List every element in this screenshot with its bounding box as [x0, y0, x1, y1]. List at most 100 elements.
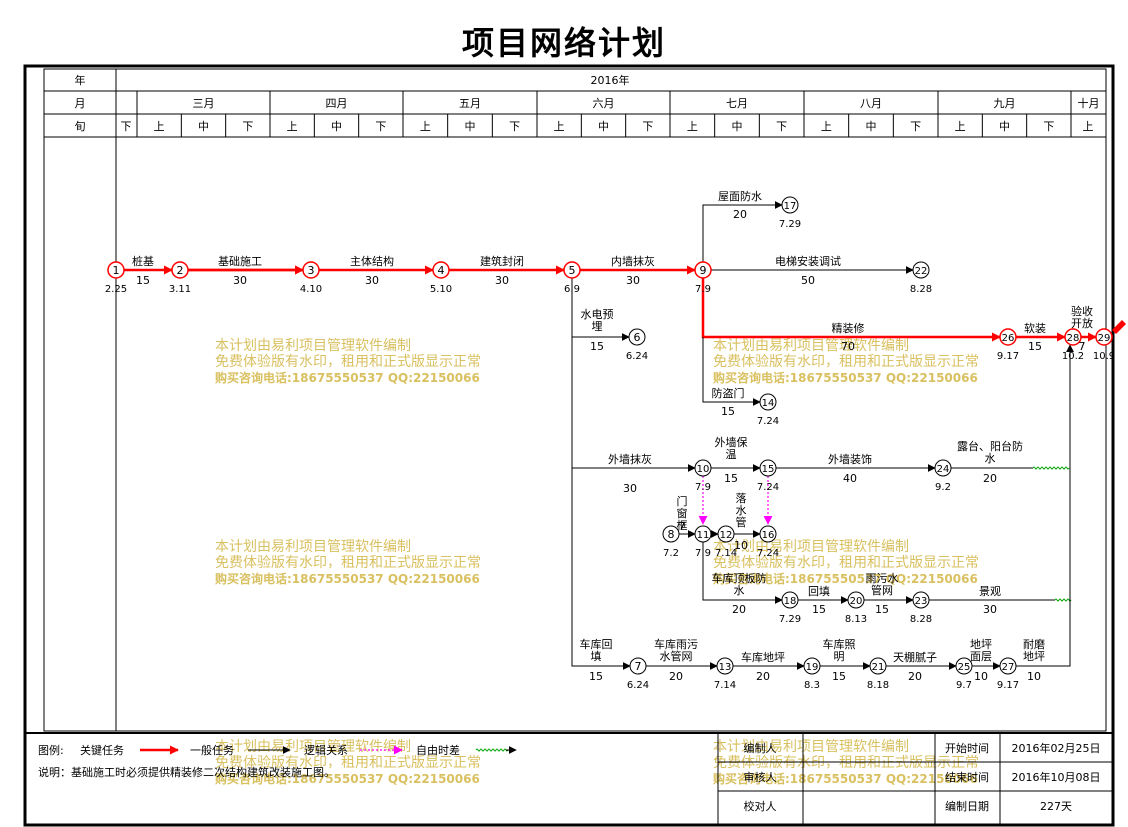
node-date: 4.10	[300, 284, 322, 295]
xun-label: 上	[687, 120, 698, 133]
task-name: 主体结构	[350, 254, 394, 268]
node-date: 5.10	[430, 284, 452, 295]
node-date: 9.17	[997, 351, 1019, 362]
task-name: 车库照明	[823, 637, 856, 663]
event-node	[781, 591, 799, 609]
watermark-text: 购买咨询电话:18675550537 QQ:22150066	[215, 771, 480, 786]
node-date: 3.11	[169, 284, 191, 295]
node-id: 21	[872, 662, 885, 673]
watermark-text: 免费体验版有水印，租用和正式版显示正常	[215, 354, 481, 370]
task-name-line: 管网	[871, 583, 893, 597]
node-id: 2	[177, 264, 184, 277]
event-node	[1095, 328, 1113, 346]
task-name-line: 面层	[970, 650, 992, 663]
xun-label: 上	[955, 120, 966, 133]
node-id: 16	[762, 530, 775, 541]
task-name: 车库地坪	[741, 650, 785, 664]
task-name-line: 露台、阳台防	[957, 439, 1023, 453]
task-duration: 15	[812, 603, 826, 616]
watermark-text: 本计划由易利项目管理软件编制	[713, 739, 909, 755]
task-name: 验收开放	[1071, 304, 1093, 330]
watermark-text: 本计划由易利项目管理软件编制	[215, 539, 411, 555]
free-float-23	[1054, 598, 1072, 602]
total-value: 227天	[1040, 800, 1072, 813]
arrow-roof-waterproof	[702, 201, 783, 262]
arrow-wear-floor	[1016, 344, 1074, 667]
task-name: 外墙装饰	[828, 452, 872, 466]
task-name: 耐磨地坪	[1023, 638, 1045, 663]
task-name: 基础施工	[218, 255, 262, 268]
month-label: 九月	[994, 97, 1016, 110]
node-id: 26	[1002, 333, 1015, 344]
task-name: 精装修	[832, 321, 865, 335]
task-name: 软装	[1024, 321, 1046, 335]
task-name-line: 地坪	[1023, 650, 1045, 663]
task-name: 建筑封闭	[480, 254, 524, 268]
node-id: 11	[697, 530, 710, 541]
task-name-line: 车库照	[823, 637, 856, 651]
task-name-line: 外墙保	[715, 435, 748, 449]
task-name-line: 雨污水	[866, 572, 899, 585]
event-node	[107, 261, 125, 279]
task-name-line: 水	[736, 504, 747, 517]
node-id: 5	[569, 264, 576, 277]
task-duration: 30	[623, 482, 637, 495]
task-name-line: 填	[591, 649, 602, 663]
xun-label: 中	[866, 120, 877, 133]
legend-normal: 一般任务	[190, 744, 234, 757]
watermark-text: 本计划由易利项目管理软件编制	[215, 338, 411, 354]
event-node	[912, 261, 930, 279]
legend-critical: 关键任务	[80, 743, 124, 757]
xun-label: 下	[910, 120, 921, 133]
task-duration: 15	[832, 670, 846, 683]
node-date: 8.18	[867, 680, 889, 691]
task-name: 回填	[808, 584, 830, 598]
xun-label: 下	[242, 120, 253, 133]
node-date: 7.14	[715, 548, 737, 559]
task-name-line: 明	[834, 650, 845, 663]
node-id: 13	[719, 662, 732, 673]
task-duration: 7	[679, 520, 686, 533]
task-duration: 10	[974, 670, 988, 683]
task-duration: 30	[495, 274, 509, 287]
node-id: 3	[308, 264, 315, 277]
task-name-line: 地坪	[970, 638, 992, 651]
node-id: 15	[762, 464, 775, 475]
node-id: 22	[915, 266, 928, 277]
node-date: 10.2	[1062, 351, 1084, 362]
event-node	[934, 459, 952, 477]
event-node	[716, 657, 734, 675]
task-duration: 15	[721, 405, 735, 418]
task-duration: 30	[365, 274, 379, 287]
task-name: 水电预埋	[581, 308, 614, 333]
node-date: 7.9	[695, 482, 711, 493]
event-node	[912, 591, 930, 609]
free-float-24	[1032, 466, 1070, 470]
watermark-text: 本计划由易利项目管理软件编制	[713, 539, 909, 555]
node-id: 9	[700, 264, 707, 277]
legend-logic: 逻辑关系	[304, 743, 348, 757]
month-label: 三月	[193, 97, 215, 110]
xun-label: 下	[375, 120, 386, 133]
node-date: 8.13	[845, 614, 867, 625]
month-label: 八月	[860, 97, 882, 110]
task-name-line: 门	[677, 494, 688, 508]
event-node	[629, 657, 647, 675]
task-name: 落水管	[736, 492, 747, 529]
xun-label: 上	[821, 120, 832, 133]
watermark-text: 购买咨询电话:18675550537 QQ:22150066	[215, 370, 480, 385]
node-id: 6	[634, 331, 641, 344]
node-date: 7.9	[695, 284, 711, 295]
month-label: 五月	[459, 97, 481, 110]
task-name-line: 温	[726, 448, 737, 461]
node-date: 8.28	[910, 614, 932, 625]
inner-frame	[43, 68, 1107, 732]
node-date: 7.2	[663, 548, 679, 559]
year-label: 2016年	[591, 73, 630, 87]
node-id: 8	[668, 528, 675, 541]
watermark-text: 本计划由易利项目管理软件编制	[215, 739, 411, 755]
end-label: 结束时间	[945, 771, 989, 784]
node-date: 7.24	[757, 416, 779, 427]
task-name: 地坪面层	[970, 638, 992, 663]
